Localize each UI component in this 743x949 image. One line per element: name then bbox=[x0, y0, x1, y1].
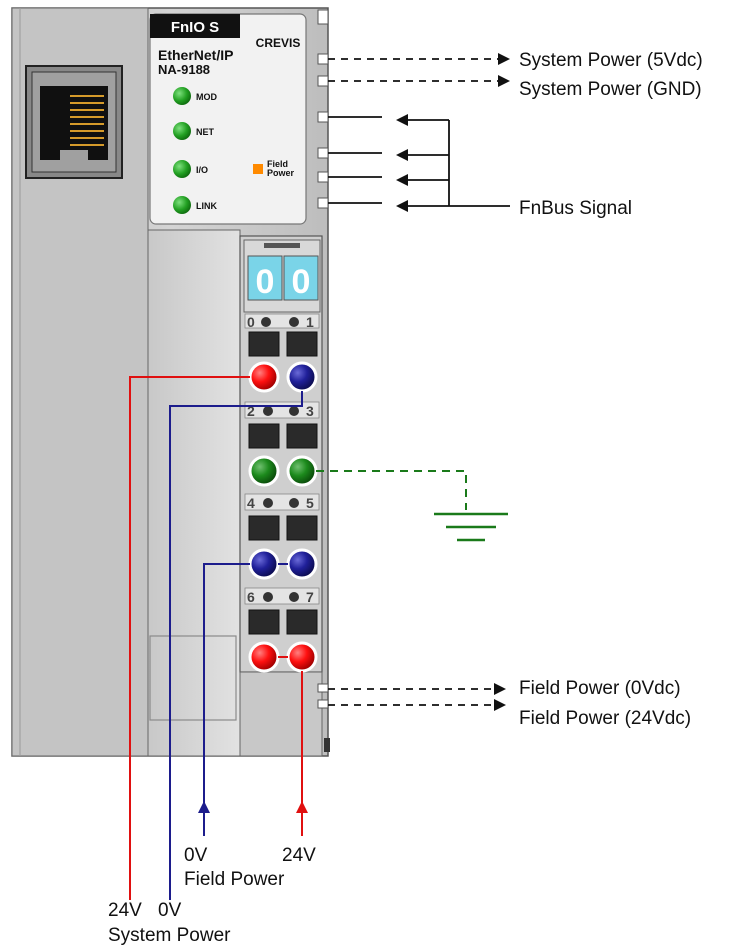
field-power-24v-arrow-icon bbox=[494, 699, 506, 711]
system-power-gnd-label: System Power (GND) bbox=[519, 79, 702, 100]
rotary-switch-x1-value: 0 bbox=[292, 263, 311, 301]
system-power-5v-label: System Power (5Vdc) bbox=[519, 50, 703, 71]
fnbus-signal-label: FnBus Signal bbox=[519, 198, 632, 219]
terminal-1-blue-connector[interactable] bbox=[286, 361, 318, 393]
brand-logo: CREVIS bbox=[256, 36, 301, 50]
terminal-2-green-connector[interactable] bbox=[248, 455, 280, 487]
ground-icon bbox=[434, 512, 508, 542]
led-link: LINK bbox=[173, 196, 217, 214]
led-mod-icon bbox=[173, 87, 191, 105]
system-power-label: System Power bbox=[108, 925, 231, 946]
led-net-icon bbox=[173, 122, 191, 140]
terminal-number-0: 0 bbox=[247, 314, 255, 330]
terminal-block-4-5: 4 5 bbox=[244, 493, 320, 580]
rotary-switch-block: 0 0 bbox=[243, 239, 321, 313]
label-window bbox=[149, 635, 237, 721]
field-0v-wire bbox=[203, 563, 288, 836]
terminal-number-4: 4 bbox=[247, 495, 255, 511]
system-power-gnd-arrow-icon bbox=[498, 75, 510, 87]
series-badge bbox=[150, 14, 240, 38]
series-label: FnIO S bbox=[171, 19, 219, 36]
field-0v-arrow-icon bbox=[198, 801, 210, 813]
module-middle-column bbox=[147, 229, 241, 757]
rotary-switch-x10-value: 0 bbox=[256, 263, 275, 301]
led-mod-label: MOD bbox=[196, 92, 217, 102]
system-0v-label: 0V bbox=[158, 900, 182, 921]
field-power-label: Field Power bbox=[184, 869, 285, 890]
system-power-lines bbox=[328, 58, 500, 82]
field-power-led-line-1: Field bbox=[267, 159, 288, 169]
field-power-0v-label: Field Power (0Vdc) bbox=[519, 678, 681, 699]
led-io-label: I/O bbox=[196, 165, 208, 175]
ethernet-port-icon bbox=[25, 65, 123, 179]
field-power-led-icon bbox=[253, 164, 263, 174]
field-24v-label: 24V bbox=[282, 845, 316, 866]
field-0v-label: 0V bbox=[184, 845, 208, 866]
terminal-number-7: 7 bbox=[306, 589, 314, 605]
protocol-label: EtherNet/IP bbox=[158, 47, 233, 63]
system-24v-label: 24V bbox=[108, 900, 142, 921]
led-io-icon bbox=[173, 160, 191, 178]
field-power-0v-arrow-icon bbox=[494, 683, 506, 695]
terminal-number-6: 6 bbox=[247, 589, 255, 605]
terminal-number-2: 2 bbox=[247, 403, 255, 419]
field-power-led: Field Power bbox=[253, 159, 295, 178]
terminal-number-5: 5 bbox=[306, 495, 314, 511]
led-net: NET bbox=[173, 122, 215, 140]
terminal-4-blue-connector[interactable] bbox=[248, 548, 280, 580]
terminal-0-red-connector[interactable] bbox=[248, 361, 280, 393]
terminal-3-green-connector[interactable] bbox=[286, 455, 318, 487]
field-power-24v-label: Field Power (24Vdc) bbox=[519, 708, 691, 729]
rotary-switch-x1 bbox=[283, 255, 319, 301]
system-0v-wire bbox=[169, 391, 303, 900]
ground-wire bbox=[316, 470, 467, 510]
terminal-7-red-connector[interactable] bbox=[286, 641, 318, 673]
system-power-5v-arrow-icon bbox=[498, 53, 510, 65]
led-net-label: NET bbox=[196, 127, 215, 137]
fnbus-arrow-icons bbox=[396, 114, 408, 212]
led-io: I/O bbox=[173, 160, 208, 178]
system-24v-wire bbox=[129, 376, 250, 900]
field-24v-arrow-icon bbox=[296, 801, 308, 813]
terminal-number-3: 3 bbox=[306, 403, 314, 419]
model-label: NA-9188 bbox=[158, 62, 210, 77]
rotary-switch-x10 bbox=[247, 255, 283, 301]
terminal-block-0-1: 0 1 bbox=[244, 313, 320, 393]
field-power-led-label: Field Power bbox=[267, 159, 295, 178]
led-link-icon bbox=[173, 196, 191, 214]
field-power-led-line-2: Power bbox=[267, 168, 295, 178]
fnbus-lines bbox=[328, 116, 510, 207]
field-power-lines bbox=[328, 688, 496, 706]
led-mod: MOD bbox=[173, 87, 217, 105]
terminal-5-blue-connector[interactable] bbox=[286, 548, 318, 580]
terminal-number-1: 1 bbox=[306, 314, 314, 330]
terminal-6-red-connector[interactable] bbox=[248, 641, 280, 673]
led-link-label: LINK bbox=[196, 201, 217, 211]
